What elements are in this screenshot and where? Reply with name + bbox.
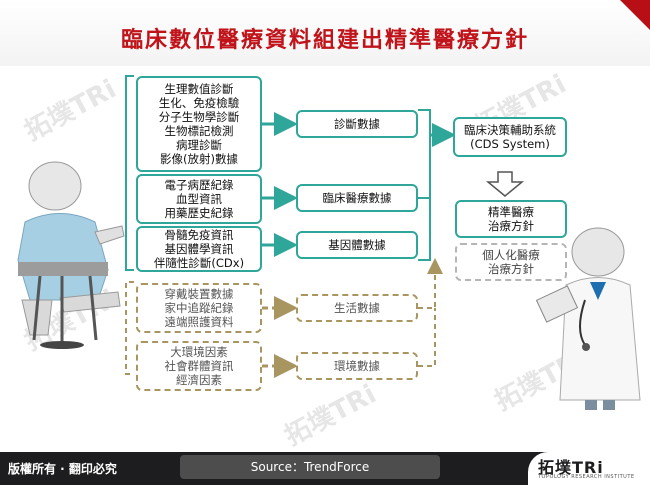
source-line: 家中追蹤紀錄: [164, 301, 234, 315]
category-box-diagnostic: 診斷數據: [296, 110, 418, 138]
precision-medicine-box: 精準醫療 治療方針: [455, 200, 567, 238]
source-line: 生化、免疫檢驗: [158, 96, 240, 110]
left-bracket: [125, 75, 134, 271]
category-box-lifestyle: 生活數據: [296, 294, 418, 322]
category-box-genomic: 基因體數據: [296, 231, 418, 259]
source-line: 大環境因素: [170, 345, 228, 359]
source-line: 病理診斷: [176, 138, 222, 152]
doctor-figure: [535, 227, 641, 410]
source-line: 分子生物學診斷: [158, 110, 240, 124]
source-box-diagnostics: 生理數值診斷 生化、免疫檢驗 分子生物學診斷 生物標記檢測 病理診斷 影像(放射…: [136, 76, 262, 172]
logo-wordmark: 拓墣TRi: [538, 458, 604, 477]
source-label: Source：TrendForce: [180, 455, 440, 479]
cds-down-arrow: [485, 171, 525, 197]
source-box-genomic: 骨髓免疫資訊 基因體學資訊 伴隨性診斷(CDx): [136, 226, 262, 272]
category-box-clinical: 臨床醫療數據: [296, 184, 418, 212]
outcome-line: 精準醫療: [488, 205, 534, 219]
patient-figure: [17, 161, 125, 349]
footer-bar: 版權所有 · 翻印必究 Source：TrendForce 拓墣TRi TOPO…: [0, 452, 650, 485]
source-box-lifestyle: 穿戴裝置數據 家中追蹤紀錄 遠端照護資料: [136, 283, 262, 333]
source-line: 生物標記檢測: [164, 124, 234, 138]
source-line: 穿戴裝置數據: [164, 287, 234, 301]
source-line: 社會群體資訊: [164, 359, 234, 373]
title-bar: [0, 0, 650, 66]
source-box-clinical: 電子病歷紀錄 血型資訊 用藥歷史紀錄: [136, 174, 262, 224]
cds-system-box: 臨床決策輔助系統 (CDS System): [453, 117, 567, 157]
dashed-riser: [418, 258, 443, 309]
source-line: 遠端照護資料: [164, 315, 234, 329]
cds-line: 臨床決策輔助系統: [464, 123, 556, 137]
source-line: 用藥歷史紀錄: [164, 206, 234, 220]
corner-accent: [620, 0, 650, 30]
dashed-riser-2: [418, 308, 436, 367]
cds-line: (CDS System): [470, 137, 550, 151]
left-bracket-dashed: [125, 281, 134, 375]
source-line: 伴隨性診斷(CDx): [153, 256, 245, 270]
tri-logo: 拓墣TRi TOPOLOGY RESEARCH INSTITUTE: [528, 452, 650, 485]
personalized-medicine-box: 個人化醫療 治療方針: [455, 243, 567, 281]
source-line: 基因體學資訊: [164, 242, 234, 256]
source-line: 骨髓免疫資訊: [164, 228, 234, 242]
diagram-title: 臨床數位醫療資料組建出精準醫療方針: [120, 27, 529, 53]
copyright-text: 版權所有 · 翻印必究: [8, 462, 117, 476]
logo-subtitle: TOPOLOGY RESEARCH INSTITUTE: [538, 474, 635, 480]
source-line: 影像(放射)數據: [160, 152, 238, 166]
source-line: 經濟因素: [176, 373, 222, 387]
source-box-environment: 大環境因素 社會群體資訊 經濟因素: [136, 341, 262, 391]
right-bracket: [418, 109, 431, 261]
outcome-line: 個人化醫療: [482, 248, 540, 262]
category-box-environment: 環境數據: [296, 352, 418, 380]
source-line: 電子病歷紀錄: [164, 178, 234, 192]
source-line: 生理數值診斷: [164, 82, 234, 96]
source-line: 血型資訊: [176, 192, 222, 206]
outcome-line: 治療方針: [488, 262, 534, 276]
outcome-line: 治療方針: [488, 219, 534, 233]
